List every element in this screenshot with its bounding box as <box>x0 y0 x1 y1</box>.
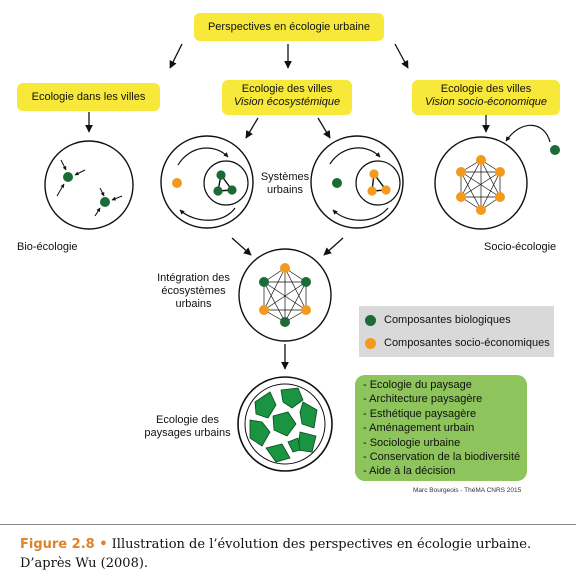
list-item: - Sociologie urbaine <box>363 436 461 449</box>
arrow-top-left <box>169 43 183 69</box>
socioeconomic-vision-subtitle: Vision socio-économique <box>424 96 548 108</box>
arrow-mid-left-down <box>245 117 259 139</box>
diagram-graphic <box>44 43 560 472</box>
arrow-mid-right-down <box>317 117 331 139</box>
legend-biological: Composantes biologiques <box>365 313 511 327</box>
integration-circle <box>238 248 332 342</box>
landscape-ecology-label: Ecologie des paysages urbains <box>144 414 231 439</box>
top-perspectives-label: Perspectives en écologie urbaine <box>207 21 371 33</box>
ecosystem-vision-subtitle: Vision écosystémique <box>233 96 341 108</box>
ecology-in-cities-label: Ecologie dans les villes <box>31 91 146 103</box>
socio-ecology-label: Socio-écologie <box>484 241 557 253</box>
arrow-to-integration-right <box>323 237 344 256</box>
caption-text: Illustration de l’évolution des perspect… <box>20 537 532 571</box>
disciplines-list: - Ecologie du paysage - Architecture pay… <box>363 378 527 479</box>
socioeconomic-vision-title: Ecologie des villes <box>440 83 532 95</box>
top-arrows <box>169 43 409 69</box>
figure-caption: Figure 2.8 • Illustration de l’évolution… <box>20 535 560 573</box>
socioeconomic-dot-icon <box>365 337 376 349</box>
figure-number: Figure 2.8 • <box>20 537 108 552</box>
legend-socioeconomic: Composantes socio-économiques <box>365 336 550 350</box>
ecosystem-circle-right <box>310 135 404 229</box>
second-row-arrows <box>85 112 490 139</box>
arrow-top-right <box>394 43 409 69</box>
integration-label: Intégration des écosystèmes urbains <box>157 272 230 310</box>
list-item: - Aménagement urbain <box>363 422 475 435</box>
list-item: - Ecologie du paysage <box>363 379 472 391</box>
credit-text: Marc Bourgeois - ThéMA CNRS 2015 <box>413 487 522 494</box>
arrow-to-integration-left <box>231 237 252 256</box>
divider <box>0 524 576 525</box>
top-perspectives-box: Perspectives en écologie urbaine <box>194 13 384 41</box>
ecosystem-vision-box: Ecologie des villes Vision écosystémique <box>222 80 352 115</box>
socioeconomic-vision-box: Ecologie des villes Vision socio-économi… <box>412 80 560 115</box>
ecosystem-circle-left <box>160 135 254 229</box>
ecosystem-vision-title: Ecologie des villes <box>241 83 333 95</box>
urban-systems-label: Systèmes urbains <box>260 171 310 196</box>
list-item: - Architecture paysagère <box>363 393 483 406</box>
bio-ecology-circle <box>44 140 134 230</box>
list-item: - Esthétique paysagère <box>363 407 477 420</box>
socio-ecology-circle <box>434 124 560 230</box>
disciplines-box: - Ecologie du paysage - Architecture pay… <box>355 375 527 481</box>
list-item: - Conservation de la biodiversité <box>363 451 521 464</box>
landscape-circle <box>237 376 333 472</box>
list-item: - Aide à la décision <box>363 465 456 478</box>
ecology-in-cities-box: Ecologie dans les villes <box>17 83 160 111</box>
legend: Composantes biologiques Composantes soci… <box>359 306 554 357</box>
biological-dot-icon <box>365 314 376 326</box>
bio-ecology-label: Bio-écologie <box>17 241 78 253</box>
